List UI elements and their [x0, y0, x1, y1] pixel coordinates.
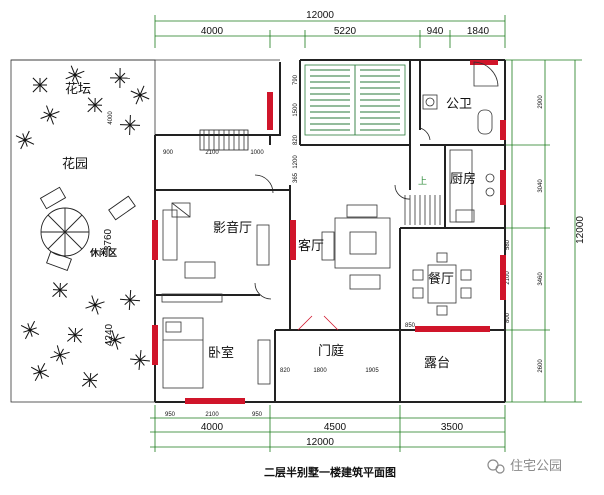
plant-icon — [66, 326, 84, 344]
plant-icon — [15, 130, 35, 150]
exterior-steps — [404, 195, 441, 225]
inner-dim-stair-1: 790 — [293, 74, 299, 85]
theater-label: 影音厅 — [213, 220, 252, 236]
plant-icon — [32, 77, 48, 93]
plant-icon — [105, 330, 125, 350]
court-dim-3: 1905 — [365, 368, 379, 374]
dining-table-icon — [427, 264, 457, 304]
coffee-table-icon — [346, 204, 378, 218]
plant-icon — [30, 362, 50, 382]
kitchen-label: 厨房 — [450, 171, 476, 187]
toilet-icon — [477, 109, 493, 135]
building-walls — [154, 59, 506, 403]
right-small-3: 800 — [505, 312, 511, 323]
courtyard-label: 门庭 — [318, 343, 344, 359]
tv-cabinet-icon — [256, 224, 270, 266]
right-dim-2: 3040 — [538, 179, 544, 193]
right-dimension-lines — [505, 59, 582, 403]
bottom-dim-2: 4500 — [324, 422, 347, 433]
left-dim-3: 4240 — [104, 323, 115, 346]
bedroom-label: 卧室 — [208, 345, 234, 361]
furniture — [161, 61, 499, 389]
courtyard-door-icon — [297, 315, 339, 331]
inner-dim-stair-4: 1200 — [293, 155, 299, 169]
theater-chair-icon — [184, 261, 216, 279]
top-dim-1: 4000 — [201, 26, 224, 37]
theater-sofa-icon — [162, 209, 178, 261]
patio-umbrella-icon — [39, 186, 136, 271]
window-marks — [152, 60, 506, 404]
living-sofa-icon — [334, 217, 391, 269]
left-dim-1: 4000 — [108, 111, 114, 125]
watermark-logo-icon — [487, 459, 505, 474]
left-dim-2: 3760 — [103, 228, 114, 251]
plant-icon — [130, 85, 150, 105]
sink-icon — [422, 94, 438, 110]
plan-caption: 二层半别墅一楼建筑平面图 — [264, 465, 396, 479]
right-small-2: 2100 — [505, 271, 511, 285]
inner-dim-stairb-2: 2100 — [205, 150, 219, 156]
bed-icon — [162, 317, 204, 389]
terrace-label: 露台 — [424, 356, 450, 371]
main-staircase — [304, 64, 406, 136]
top-dimension-lines — [154, 15, 506, 48]
watermark-text: 住宅公园 — [510, 459, 562, 474]
inner-dim-stairb-1: 900 — [163, 150, 174, 156]
plant-icon — [119, 114, 141, 136]
bottom-small-1: 950 — [165, 412, 176, 418]
inner-dim-stair-2: 1500 — [293, 103, 299, 117]
shower-icon — [473, 61, 499, 87]
top-total-dim: 12000 — [306, 10, 334, 21]
plant-icon — [50, 345, 70, 365]
bottom-dimension-lines — [150, 405, 506, 452]
plant-icon — [20, 320, 40, 340]
flower-bed-label: 花坛 — [65, 81, 91, 97]
leisure-label: 休闲区 — [89, 247, 117, 259]
bottom-dim-1: 4000 — [201, 422, 224, 433]
kitchen-sink-icon — [455, 209, 475, 223]
garden-boundary — [10, 59, 156, 403]
garden-plants — [15, 65, 150, 389]
right-total-dim: 12000 — [575, 216, 586, 244]
secondary-staircase — [199, 129, 249, 151]
inner-dim-stairb-3: 1000 — [250, 150, 264, 156]
bookshelf-icon — [161, 293, 223, 303]
living-room-label: 客厅 — [298, 238, 324, 254]
plant-icon — [130, 350, 150, 370]
stair-up-label: 上 — [418, 176, 427, 187]
bottom-total-dim: 12000 — [306, 437, 334, 448]
bottom-dim-3: 3500 — [441, 422, 464, 433]
inner-dim-stair-5: 365 — [293, 172, 299, 183]
garden-label: 花园 — [62, 156, 88, 172]
right-dim-3: 3460 — [538, 272, 544, 286]
bathroom-label: 公卫 — [446, 97, 472, 112]
right-dim-4: 2600 — [538, 359, 544, 373]
court-dim-1: 820 — [280, 368, 291, 374]
plant-icon — [85, 295, 105, 315]
plant-icon — [40, 105, 60, 125]
top-dim-3: 940 — [427, 26, 444, 37]
wardrobe-icon — [257, 339, 271, 385]
plant-icon — [65, 65, 85, 85]
bottom-small-3: 950 — [252, 412, 263, 418]
right-dim-1: 2900 — [538, 95, 544, 109]
bottom-small-2: 2100 — [205, 412, 219, 418]
top-dim-4: 1840 — [467, 26, 490, 37]
plant-icon — [87, 97, 103, 113]
court-dim-2: 1800 — [313, 368, 327, 374]
dining-label: 餐厅 — [428, 271, 454, 287]
plant-icon — [81, 371, 99, 389]
plant-icon — [119, 289, 141, 311]
inner-dim-stair-3: 820 — [293, 134, 299, 145]
plant-icon — [109, 67, 131, 89]
right-small-1: 580 — [505, 239, 511, 250]
door-swings — [254, 127, 431, 300]
plant-icon — [52, 282, 68, 298]
misc-dim-850: 850 — [405, 323, 416, 329]
top-dim-2: 5220 — [334, 26, 357, 37]
